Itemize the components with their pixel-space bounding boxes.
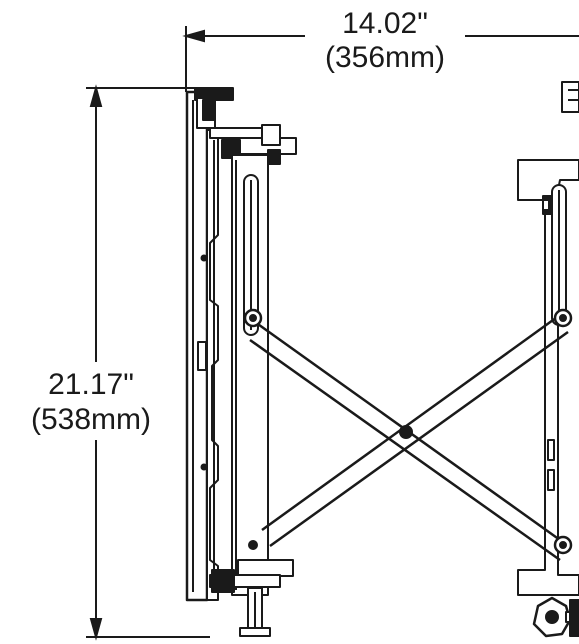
pivot-points bbox=[243, 308, 573, 555]
width-dimension bbox=[182, 26, 579, 92]
width-mm-label: (356mm) bbox=[325, 41, 445, 74]
height-mm-label: (538mm) bbox=[31, 403, 151, 436]
right-arm-track bbox=[517, 81, 579, 596]
bottom-left-clamp bbox=[209, 559, 294, 637]
height-arrowhead-bottom bbox=[89, 618, 103, 641]
height-inches-label: 21.17" bbox=[48, 368, 134, 401]
height-dimension bbox=[86, 84, 210, 641]
left-arm-track bbox=[231, 154, 269, 596]
wall-mount-bracket bbox=[185, 81, 579, 638]
height-arrowhead-top bbox=[89, 84, 103, 107]
width-inches-label: 14.02" bbox=[342, 7, 428, 40]
right-track-slots bbox=[542, 199, 555, 491]
width-arrowhead-left bbox=[182, 29, 205, 43]
tilt-knob-right bbox=[532, 596, 579, 638]
